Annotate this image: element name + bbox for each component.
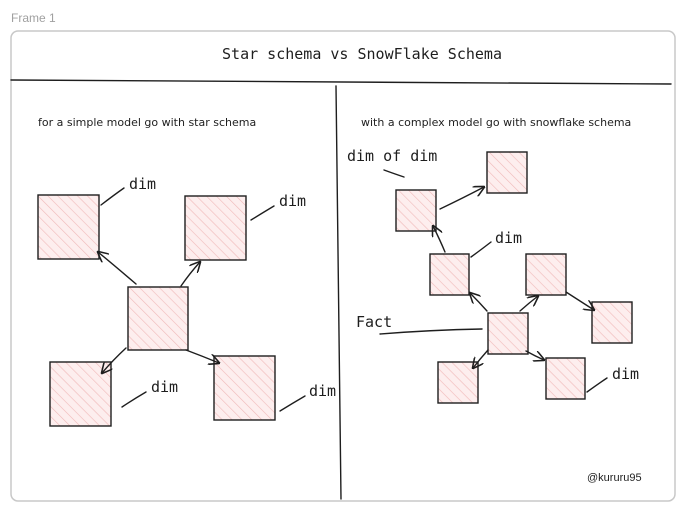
snowflake-dim-box [429, 253, 470, 296]
frame-border [10, 30, 676, 502]
star-dim-label: dim [151, 378, 178, 396]
star-dim-label: dim [309, 382, 336, 400]
star-arrow-to-bottom-right [185, 349, 219, 363]
star-arrow-to-bottom-left [102, 347, 127, 373]
snowflake-caption: with a complex model go with snowflake s… [361, 116, 631, 129]
snowflake-arrow [473, 349, 489, 368]
frame-label: Frame 1 [11, 11, 56, 25]
star-schema-panel: for a simple model go with star schema d… [37, 116, 336, 427]
snowflake-schema-panel: with a complex model go with snowflake s… [347, 116, 639, 404]
star-callout-line [250, 205, 275, 221]
star-callout-line [100, 187, 125, 206]
star-fact-box [127, 286, 189, 351]
snowflake-dim-of-dim-box [395, 189, 437, 232]
star-dim-label: dim [279, 192, 306, 210]
star-dim-box-bottom-right [213, 355, 276, 421]
star-dim-box-top-left [37, 194, 100, 260]
star-dim-box-bottom-left [49, 361, 112, 427]
star-dim-box-top-right [184, 195, 247, 261]
star-arrow-to-top-right [180, 262, 200, 287]
snowflake-dim-label: dim [495, 229, 522, 247]
snowflake-arrow [565, 291, 594, 310]
snowflake-callout-line [383, 169, 405, 178]
snowflake-arrow [470, 293, 488, 312]
star-callout-line [121, 391, 147, 408]
snowflake-fact-label: Fact [356, 313, 392, 331]
snowflake-dim-label: dim [612, 365, 639, 383]
snowflake-arrow [519, 296, 538, 312]
star-caption: for a simple model go with star schema [38, 116, 256, 129]
snowflake-dim-box [437, 361, 479, 404]
diagram-title: Star schema vs SnowFlake Schema [222, 45, 502, 63]
snowflake-dim-of-dim-box [486, 151, 528, 194]
snowflake-arrow [433, 226, 446, 253]
column-divider [335, 85, 342, 500]
snowflake-arrow [439, 187, 484, 210]
snowflake-dim-of-dim-box [591, 301, 633, 344]
author-credit: @kururu95 [587, 472, 642, 484]
snowflake-dim-box [545, 357, 586, 400]
snowflake-dim-of-dim-label: dim of dim [347, 147, 437, 165]
star-dim-label: dim [129, 175, 156, 193]
snowflake-arrow [525, 350, 544, 360]
snowflake-callout-line [379, 328, 483, 335]
snowflake-callout-line [586, 377, 608, 393]
snowflake-fact-box [487, 312, 529, 355]
star-callout-line [279, 395, 306, 412]
snowflake-callout-line [470, 241, 492, 258]
title-divider [10, 79, 672, 85]
snowflake-dim-box [525, 253, 567, 296]
star-arrow-to-top-left [98, 252, 137, 285]
